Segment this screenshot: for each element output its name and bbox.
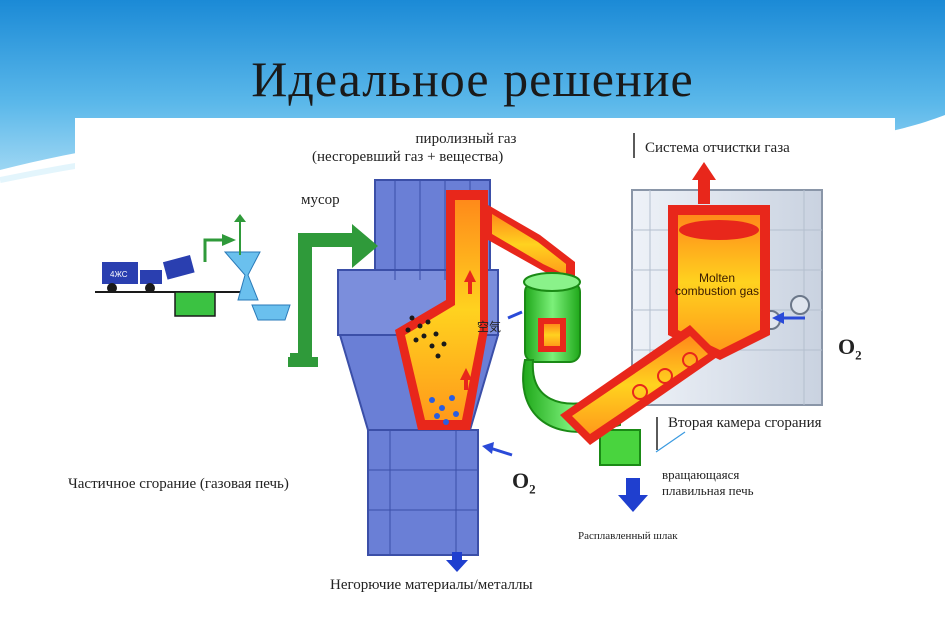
pyrolysis-gas-label-line1: пиролизный газ bbox=[415, 131, 517, 147]
o2-right-symbol: O bbox=[838, 334, 856, 359]
molten-slag-label: Расплавленный шлак bbox=[578, 530, 678, 542]
combustion-chamber bbox=[668, 205, 770, 360]
garbage-label: мусор bbox=[301, 192, 340, 208]
o2-right-label: O2 bbox=[838, 334, 862, 363]
gas-cleaning-label: Система отчистки газа bbox=[645, 140, 790, 156]
output-arrows bbox=[446, 478, 648, 572]
rotating-melting-furnace bbox=[560, 325, 720, 445]
o2-left-subscript: 2 bbox=[529, 481, 536, 497]
gasification-furnace bbox=[337, 179, 500, 556]
gas-out-arrow bbox=[692, 162, 716, 204]
pyrolysis-gas-sublabel: (несгоревший газ + вещества) bbox=[312, 149, 504, 165]
second-chamber-label: Вторая камера сгорания bbox=[668, 415, 822, 431]
pyrolysis-gas-label: пиролизный газ bbox=[366, 131, 566, 148]
rotating-furnace-label-line2: плавильная печь bbox=[662, 483, 754, 498]
air-label: 空気 bbox=[477, 320, 502, 334]
o2-left-symbol: O bbox=[512, 468, 530, 493]
o2-right-subscript: 2 bbox=[855, 347, 862, 363]
pointer-line bbox=[655, 431, 686, 453]
pyrolysis-gas-duct bbox=[488, 205, 575, 285]
slide-title: Идеальное решение bbox=[251, 51, 694, 107]
noncombustible-label: Негорючие материалы/металлы bbox=[330, 577, 533, 593]
garbage-feed-arrow bbox=[288, 224, 378, 367]
o2-inlet-arrows bbox=[482, 310, 805, 457]
partial-combustion-label: Частичное сгорание (газовая печь) bbox=[68, 476, 289, 492]
molten-gas-label: Molten combustion gas bbox=[674, 271, 760, 299]
truck-text: 4ЖС bbox=[110, 270, 128, 279]
rotating-furnace-label-line1: вращающаяся bbox=[662, 467, 740, 482]
o2-left-label: O2 bbox=[512, 468, 536, 497]
garbage-sorting-station bbox=[95, 214, 291, 321]
